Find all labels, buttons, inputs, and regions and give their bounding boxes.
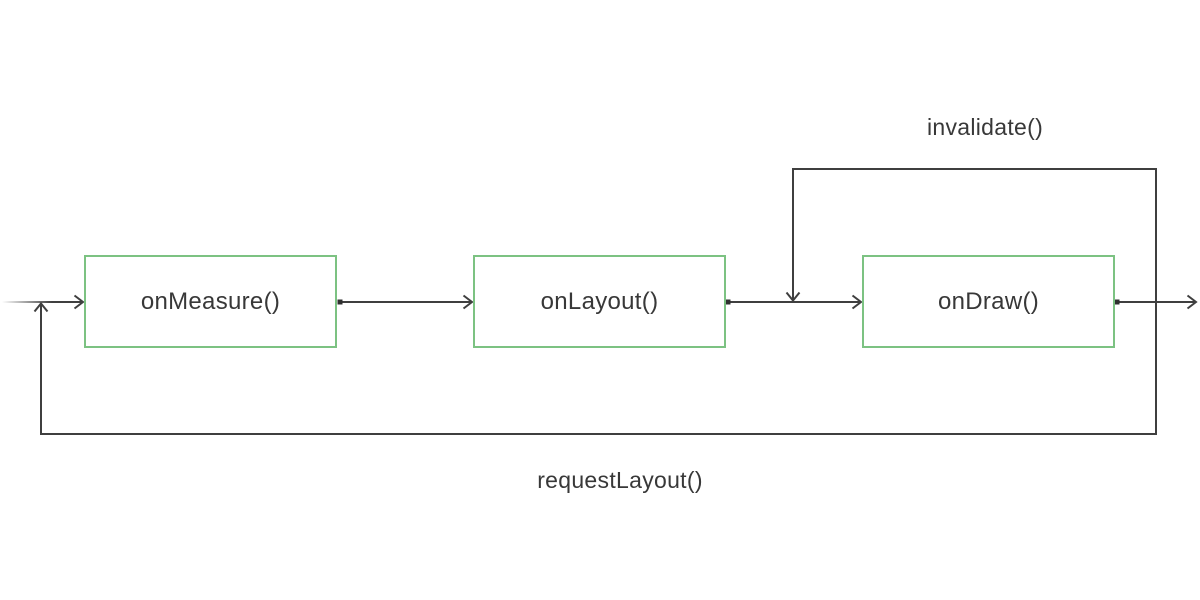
arrowhead-icon: [851, 294, 863, 310]
connector-dot: [1114, 299, 1120, 305]
edge-invalidate-loop: [792, 168, 1157, 302]
node-onmeasure-label: onMeasure(): [140, 287, 281, 315]
invalidate-edge-label: invalidate(): [926, 114, 1044, 140]
node-onlayout-label: onLayout(): [540, 287, 659, 315]
connector-dot: [725, 299, 731, 305]
arrowhead-icon: [462, 294, 474, 310]
node-ondraw: onDraw(): [862, 255, 1115, 348]
input-arrowhead-icon: [73, 294, 85, 310]
output-arrowhead-icon: [1186, 294, 1198, 310]
connector-dot: [337, 299, 343, 305]
node-onlayout: onLayout(): [473, 255, 726, 348]
invalidate-arrowhead-icon: [785, 291, 801, 303]
request-layout-arrowhead-icon: [33, 301, 49, 313]
node-ondraw-label: onDraw(): [937, 287, 1040, 315]
request-layout-edge-label: requestLayout(): [537, 467, 703, 493]
node-onmeasure: onMeasure(): [84, 255, 337, 348]
edge-request-layout-loop: [40, 302, 1157, 435]
